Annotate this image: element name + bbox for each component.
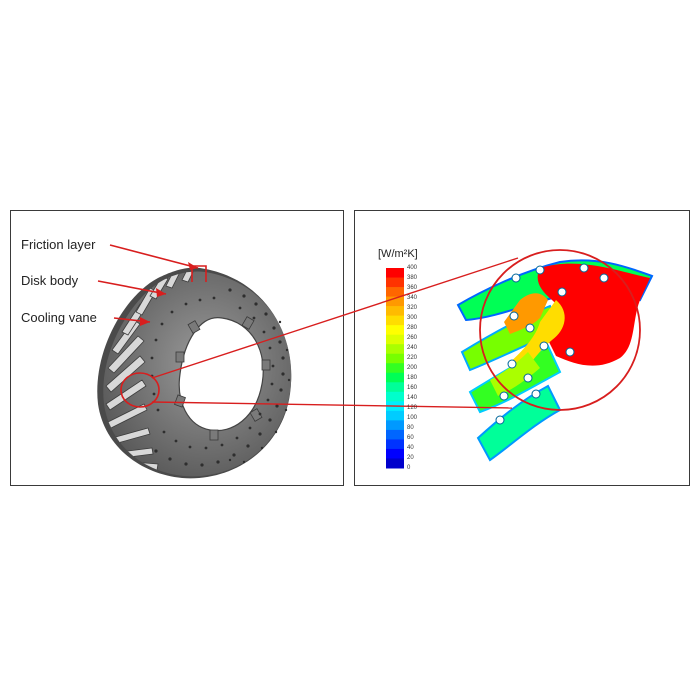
colorbar-swatch bbox=[386, 306, 404, 316]
colorbar-tick-label: 60 bbox=[407, 435, 414, 441]
colorbar-swatch bbox=[386, 373, 404, 383]
brake-disk-image bbox=[97, 268, 291, 479]
colorbar-swatch bbox=[386, 411, 404, 421]
colorbar-tick-label: 260 bbox=[407, 335, 417, 341]
colorbar-swatch bbox=[386, 458, 404, 468]
colorbar-tick-label: 120 bbox=[407, 405, 417, 411]
colorbar-tick-label: 200 bbox=[407, 365, 417, 371]
colorbar-tick-label: 0 bbox=[407, 465, 410, 471]
friction-layer-leader bbox=[110, 245, 198, 268]
colorbar-swatch bbox=[386, 354, 404, 364]
colorbar-tick-label: 40 bbox=[407, 445, 414, 451]
heat-transfer-contour bbox=[458, 260, 652, 460]
colorbar-tick-label: 360 bbox=[407, 285, 417, 291]
colorbar-tick-label: 180 bbox=[407, 375, 417, 381]
colorbar-swatch bbox=[386, 392, 404, 402]
colorbar-tick-label: 280 bbox=[407, 325, 417, 331]
disk-body-label: Disk body bbox=[21, 274, 78, 288]
cooling-vane-label: Cooling vane bbox=[21, 311, 97, 325]
colorbar-swatch bbox=[386, 420, 404, 430]
colorbar-swatch bbox=[386, 335, 404, 345]
colorbar-tick-label: 220 bbox=[407, 355, 417, 361]
colorbar-swatch bbox=[386, 325, 404, 335]
colorbar-tick-label: 140 bbox=[407, 395, 417, 401]
colorbar-swatch bbox=[386, 430, 404, 440]
colorbar-swatch bbox=[386, 268, 404, 278]
colorbar-swatch bbox=[386, 363, 404, 373]
colorbar-swatch bbox=[386, 316, 404, 326]
colorbar-tick-label: 240 bbox=[407, 345, 417, 351]
colorbar-unit-label: [W/m²K] bbox=[378, 248, 418, 260]
colorbar-swatch bbox=[386, 382, 404, 392]
colorbar-swatch bbox=[386, 344, 404, 354]
colorbar-swatch bbox=[386, 449, 404, 459]
colorbar-tick-label: 20 bbox=[407, 455, 414, 461]
colorbar-swatch bbox=[386, 278, 404, 288]
colorbar-tick-label: 320 bbox=[407, 305, 417, 311]
colorbar-swatch bbox=[386, 439, 404, 449]
colorbar-tick-label: 380 bbox=[407, 275, 417, 281]
colorbar-tick-label: 340 bbox=[407, 295, 417, 301]
colorbar-tick-label: 80 bbox=[407, 425, 414, 431]
colorbar-tick-label: 400 bbox=[407, 265, 417, 271]
colorbar-tick-label: 300 bbox=[407, 315, 417, 321]
colorbar-tick-label: 160 bbox=[407, 385, 417, 391]
friction-layer-label: Friction layer bbox=[21, 238, 95, 252]
colorbar-tick-label: 100 bbox=[407, 415, 417, 421]
